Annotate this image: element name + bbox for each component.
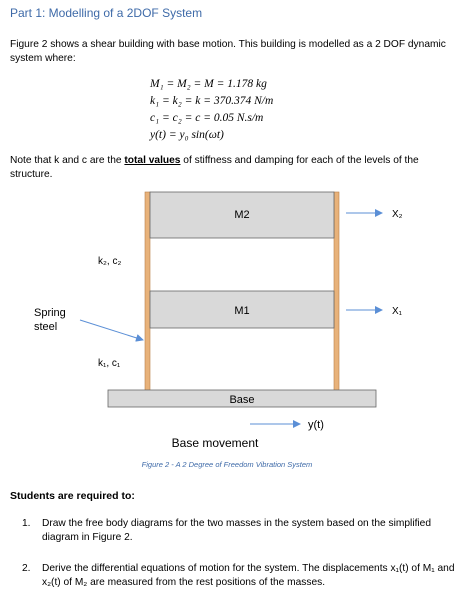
spring-label-line1: Spring bbox=[34, 307, 66, 319]
intro-paragraph: Figure 2 shows a shear building with bas… bbox=[10, 39, 446, 64]
base-movement-label: Base movement bbox=[172, 436, 259, 450]
task-1-text: Draw the free body diagrams for the two … bbox=[42, 518, 432, 543]
x2-label: X₂ bbox=[392, 209, 403, 220]
yt-label: y(t) bbox=[308, 419, 324, 431]
base-block bbox=[107, 389, 377, 408]
note-pre: Note that k and c are the bbox=[10, 155, 125, 166]
note-emphasis: total values bbox=[124, 155, 181, 166]
equation-damping: c₁ = c₂ = c = 0.05 N.s/m bbox=[150, 112, 264, 124]
section-title: Part 1: Modelling of a 2DOF System bbox=[10, 6, 203, 20]
task-item-2: 2. Derive the differential equations of … bbox=[22, 562, 460, 590]
note-post: of stiffness and damping for each of the… bbox=[10, 155, 419, 180]
x1-label: X₁ bbox=[392, 306, 403, 317]
task-item-1: 1. Draw the free body diagrams for the t… bbox=[22, 517, 460, 545]
note-paragraph: Note that k and c are the total values o… bbox=[10, 154, 460, 182]
mass-1-label: M1 bbox=[234, 305, 249, 317]
spring-label-line2: steel bbox=[34, 321, 57, 333]
task-1-number: 1. bbox=[22, 518, 31, 529]
right-column bbox=[333, 191, 340, 393]
equation-mass: M₁ = M₂ = M = 1.178 kg bbox=[150, 78, 267, 90]
equation-stiffness: k₁ = k₂ = k = 370.374 N/m bbox=[150, 95, 274, 107]
task-2-text: Derive the differential equations of mot… bbox=[42, 563, 455, 588]
mass-1-block bbox=[149, 290, 335, 329]
mass-2-block bbox=[149, 191, 335, 239]
k1-c1-label: k₁, c₁ bbox=[98, 358, 121, 369]
mass-2-label: M2 bbox=[234, 209, 249, 221]
figure-caption: Figure 2 - A 2 Degree of Freedom Vibrati… bbox=[142, 460, 313, 469]
spring-pointer-arrow bbox=[79, 319, 144, 342]
students-heading: Students are required to: bbox=[10, 490, 135, 502]
shear-building-figure: M2 M1 Base X₂ X₁ k₂, c₂ k₁, c₁ Spring st… bbox=[34, 191, 403, 469]
left-column bbox=[144, 191, 151, 393]
base-label: Base bbox=[229, 394, 254, 406]
equation-base-motion: y(t) = y₀ sin(ωt) bbox=[150, 129, 224, 141]
k2-c2-label: k₂, c₂ bbox=[98, 256, 121, 267]
task-2-number: 2. bbox=[22, 563, 31, 574]
